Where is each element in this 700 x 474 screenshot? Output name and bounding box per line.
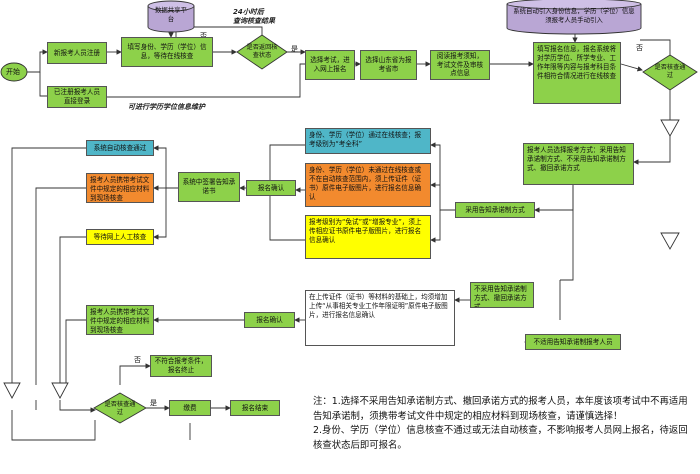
no-label-2: 否 <box>636 44 643 52</box>
footnote-line-1: 注：1.选择不采用告知承诺制方式、撤回承诺方式的报考人员，本年度该项考试中不再适… <box>313 396 688 422</box>
is-check-pass-label: 是否核查通过 <box>654 63 686 79</box>
choose-commit-box: 报考人员选择报考方式：采用告知承诺制方式、不采用告知承诺制方式、撤回承诺方式 <box>523 143 634 185</box>
database-icon <box>147 6 195 33</box>
new-user-box: 新报考人员注册 <box>47 42 107 64</box>
sys-pass-box: 系统自动核查通过 <box>86 140 154 156</box>
start-oval <box>0 62 28 82</box>
orange-info-box: 身份、学历（学位）未通过在线核查或不在自动核查范围内，须上传证件（证书）原件电子… <box>305 163 431 207</box>
confirm-box-1: 报名确认 <box>246 180 296 196</box>
merge-triangle <box>660 232 680 250</box>
use-commit-box: 采用告知承诺制方式 <box>455 202 535 218</box>
decision-diamond-pass <box>642 54 698 91</box>
not-use-commit-person-box: 不适用告知承诺制报考人员 <box>525 334 621 350</box>
merge-triangle <box>660 119 680 137</box>
degree-note: 可进行学历学位信息维护 <box>128 103 205 111</box>
merge-triangle <box>3 382 21 399</box>
auto-check-sys-label: 系统自动引入身份信息，学历（学位）信息须报考人员手动引入 <box>513 7 635 24</box>
merge-triangle <box>51 382 69 399</box>
db-label: 数据共享平台 <box>155 6 187 23</box>
yes-label-3: 是 <box>150 399 157 407</box>
teal-info-box: 身份、学历（学位）通过在线核查；报考级别为“考全科” <box>305 128 431 154</box>
pay-box: 缴费 <box>169 400 211 416</box>
is-check-pass2-label: 是否核查通过 <box>104 400 136 416</box>
no-label-3: 否 <box>134 356 141 364</box>
select-province-box: 选择山东省为报考省市 <box>360 50 417 80</box>
green-left2-box: 报考人员携带考试文件中规定的相应材料到现场核查 <box>86 305 154 335</box>
no-label-1: 否 <box>200 32 207 40</box>
done-box: 报名结束 <box>230 400 280 416</box>
hours-note: 24小时后 查询核查结果 <box>233 8 275 26</box>
yes-label-1: 是 <box>291 45 298 53</box>
fill-info-box: 填写身份、学历（学位）信息，等待在线核查 <box>121 37 213 67</box>
confirm-box-2: 报名确认 <box>244 312 295 328</box>
sign-commit-box: 系统中签署告知承诺书 <box>178 172 240 202</box>
read-notice-box: 阅读报考须知，考试文件及审核点信息 <box>430 50 490 80</box>
fill-form-box: 填写报名信息，报名系统将对学历学位、所学专业、工作年限等内容与报考科目条件相符合… <box>533 42 621 104</box>
footnote: 注：1.选择不采用告知承诺制方式、撤回承诺方式的报考人员，本年度该项考试中不再适… <box>313 395 693 453</box>
footnote-line-2: 2.身份、学历（学位）信息核查不通过或无法自动核查，不影响报考人员网上报名，待返… <box>313 425 688 451</box>
not-use-commit-box: 不采用告知承诺制方式、撤回承诺方式 <box>470 282 534 308</box>
start-label: 开始 <box>6 68 20 76</box>
orange-left-box: 报考人员携带考试文件中规定的相应材料到现场核查 <box>86 173 154 203</box>
decision-diamond-pass2 <box>93 392 147 424</box>
white-info-box: 在上传证件（证书）等材料的基础上，均须增加上传“从事相关专业工作年限证明”原件电… <box>305 290 455 346</box>
fail-box: 不符合报考条件，报名终止 <box>150 355 212 377</box>
system-cylinder-icon <box>506 4 642 35</box>
yellow-info-box: 报考级别为“免试”或“增报专业”，须上传相应证书原件电子版图片，进行报名信息确认 <box>305 215 431 259</box>
wait-manual-box: 等待网上人工核查 <box>86 229 154 245</box>
check-state-label: 是否返回核查状态 <box>246 43 278 59</box>
old-user-box: 已注册报考人员直接登录 <box>47 86 107 108</box>
select-exam-box: 选择考试，进入网上报名 <box>305 50 355 80</box>
decision-diamond-state <box>236 34 288 70</box>
